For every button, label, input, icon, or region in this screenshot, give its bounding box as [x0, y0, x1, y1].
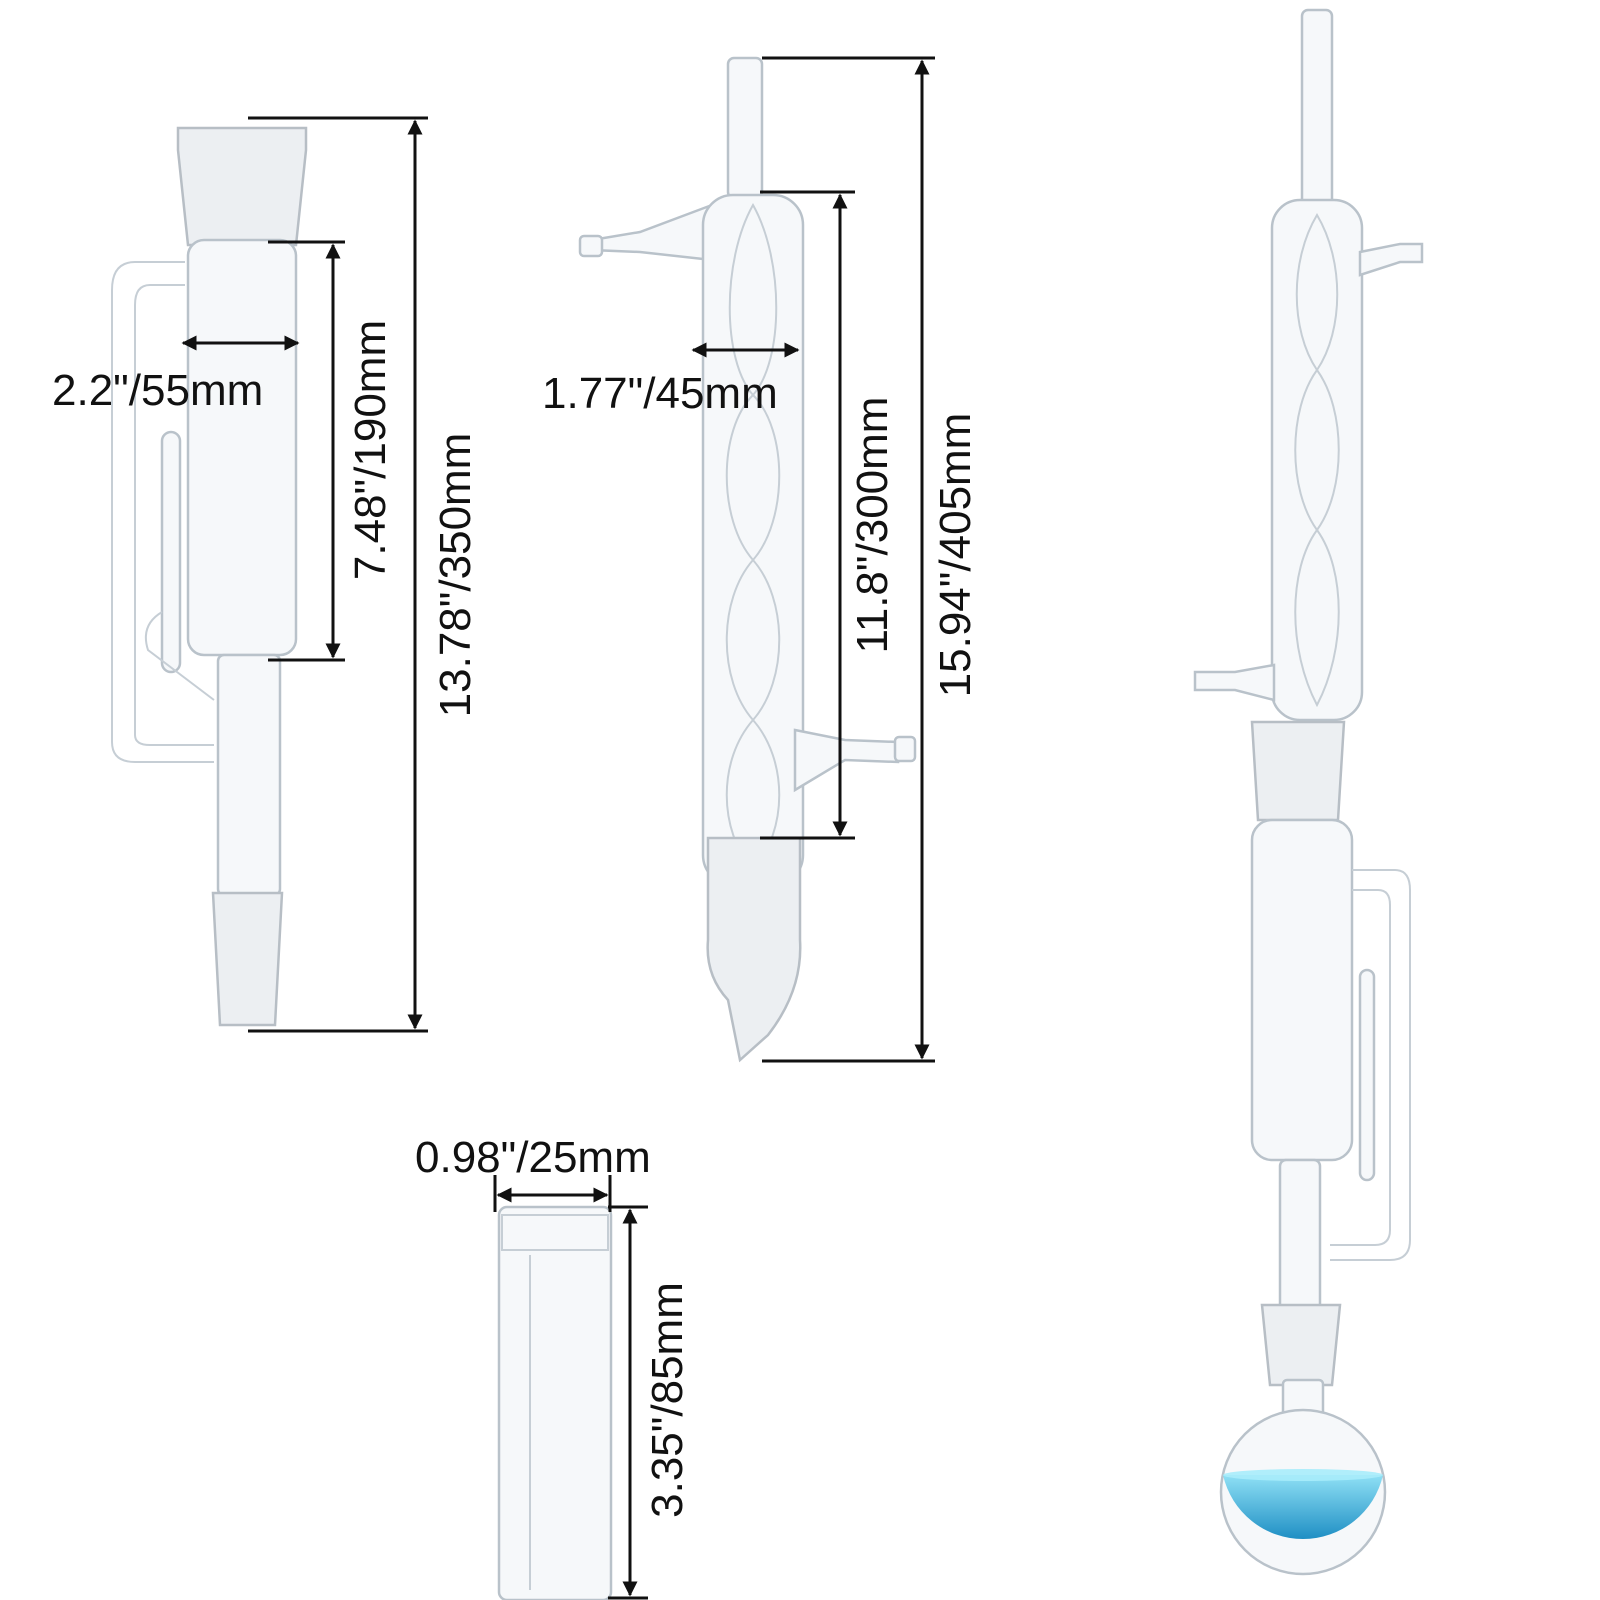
thimble-height-dimension: 3.35"/85mm — [608, 1205, 692, 1600]
condenser-illustration — [578, 56, 917, 1063]
extractor-width-dimension: 2.2"/55mm — [52, 335, 300, 415]
liquid-in-flask — [1223, 1475, 1383, 1539]
condenser-width-label: 1.77"/45mm — [542, 369, 778, 418]
condenser-total-label: 15.94"/405mm — [931, 413, 980, 698]
extractor-width-label: 2.2"/55mm — [52, 366, 263, 415]
extractor-chamber-label: 7.48"/190mm — [346, 320, 395, 580]
thimble-width-label: 0.98"/25mm — [415, 1133, 651, 1182]
extractor-total-label: 13.78"/350mm — [431, 433, 480, 718]
thimble-height-label: 3.35"/85mm — [643, 1282, 692, 1518]
thimble-width-dimension: 0.98"/25mm — [415, 1133, 651, 1212]
thimble-illustration — [497, 1205, 613, 1600]
extractor-total-dimension: 13.78"/350mm — [248, 116, 480, 1033]
condenser-width-dimension: 1.77"/45mm — [542, 342, 800, 418]
condenser-total-dimension: 15.94"/405mm — [762, 56, 980, 1063]
extractor-chamber-dimension: 7.48"/190mm — [268, 240, 395, 662]
extractor-illustration — [111, 126, 308, 1027]
condenser-jacket-dimension: 11.8"/300mm — [760, 190, 897, 840]
condenser-jacket-label: 11.8"/300mm — [848, 397, 897, 654]
assembled-apparatus-illustration — [1193, 8, 1424, 1576]
